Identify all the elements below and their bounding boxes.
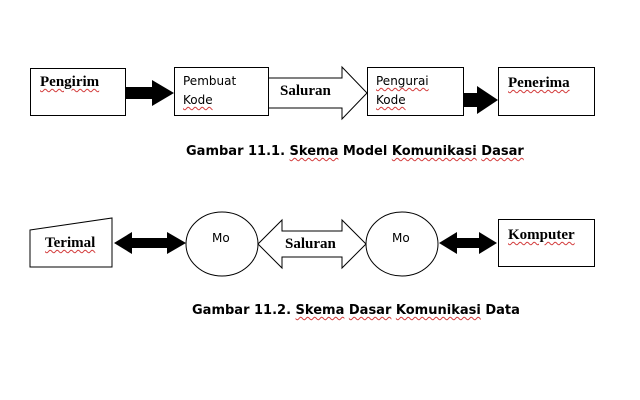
- sender-label: Pengirim: [40, 74, 100, 90]
- arrow-decoder-to-receiver: [464, 86, 498, 114]
- encoder-label-line2: Kode: [183, 93, 213, 107]
- channel-label-1: Saluran: [280, 83, 331, 99]
- decoder-box: Pengurai Kode: [367, 67, 464, 116]
- double-arrow-terminal-modem: [114, 232, 186, 254]
- receiver-label: Penerima: [508, 75, 570, 91]
- terminal-shape: [29, 217, 113, 268]
- computer-label: Komputer: [508, 227, 575, 243]
- computer-box: Komputer: [498, 219, 595, 267]
- modem-left-label: Mo: [212, 231, 230, 245]
- receiver-box: Penerima: [498, 67, 595, 116]
- caption1-word-komunikasi: Komunikasi: [391, 144, 477, 159]
- encoder-label-line1: Pembuat: [183, 74, 237, 88]
- sender-box: Pengirim: [30, 68, 126, 116]
- caption2-word-dasar: Dasar: [348, 303, 392, 318]
- caption1-word-dasar: Dasar: [481, 144, 524, 159]
- encoder-box: Pembuat Kode: [174, 67, 269, 116]
- modem-right-shape: [365, 211, 439, 277]
- double-arrow-modem-computer: [439, 232, 497, 254]
- caption2-word-data: Data: [485, 303, 520, 318]
- arrow-sender-to-encoder: [126, 80, 174, 106]
- figure2-caption: Gambar 11.2. Skema Dasar Komunikasi Data: [192, 303, 520, 318]
- caption2-prefix: Gambar 11.2.: [192, 303, 296, 318]
- caption1-prefix: Gambar 11.1.: [186, 144, 290, 159]
- modem-right-label: Mo: [392, 231, 410, 245]
- caption2-word-skema: Skema: [295, 303, 345, 318]
- terminal-label: Terimal: [45, 235, 96, 251]
- caption1-word-skema: Skema: [289, 144, 339, 159]
- channel-label-2: Saluran: [285, 236, 336, 252]
- channel-arrow-1: [267, 65, 368, 121]
- figure1-caption: Gambar 11.1. Skema Model Komunikasi Dasa…: [186, 144, 524, 159]
- decoder-label-line2: Kode: [376, 93, 406, 107]
- caption1-mid: Model: [338, 144, 392, 159]
- decoder-label-line1: Pengurai: [376, 74, 429, 88]
- caption2-word-komunikasi: Komunikasi: [395, 303, 481, 318]
